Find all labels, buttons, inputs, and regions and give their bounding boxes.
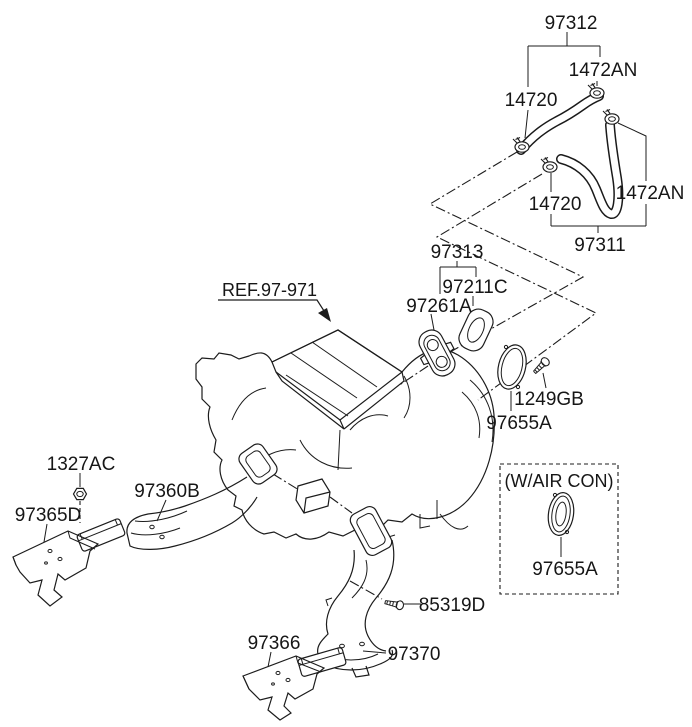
label-14720-a: 14720 <box>505 90 558 111</box>
label-97311: 97311 <box>574 235 625 256</box>
label-97313: 97313 <box>431 242 484 263</box>
heater-tube-flange <box>418 329 456 377</box>
label-97360B: 97360B <box>134 481 200 502</box>
ref-callout <box>218 299 331 322</box>
bracket-97313 <box>439 261 477 294</box>
label-85319D: 85319D <box>419 595 486 616</box>
label-97261A: 97261A <box>406 296 472 317</box>
duct-seal-plate-rear <box>242 655 326 721</box>
label-97655A: 97655A <box>486 413 552 434</box>
heater-hose-inlet-97311 <box>556 120 624 219</box>
tube-gasket <box>458 308 494 352</box>
ref-link-label[interactable]: REF.97-971 <box>222 280 317 300</box>
leader-front-duct-labels <box>43 499 167 543</box>
label-97370: 97370 <box>388 644 441 665</box>
aircon-grommet <box>547 492 575 536</box>
duct-seal-strip-rear <box>297 647 347 677</box>
leader-misc <box>430 296 547 411</box>
label-w-air-con: (W/AIR CON) <box>505 471 614 491</box>
leader-rear-duct-labels <box>267 603 421 668</box>
label-1472AN-a: 1472AN <box>569 60 638 81</box>
heater-hose-outlet-97312 <box>516 91 604 155</box>
cowl-top-panel <box>271 329 405 430</box>
leader-duct-rear <box>329 496 353 514</box>
bracket-97311 <box>550 122 647 233</box>
label-1249GB: 1249GB <box>514 389 584 410</box>
cover-screw-icon <box>530 355 552 377</box>
duct-mount-nut <box>72 487 88 501</box>
hose-clamp-icon <box>540 156 558 173</box>
duct-seal-plate-front <box>12 530 100 607</box>
label-97365D: 97365D <box>15 505 82 526</box>
leader-hose-inlet <box>435 173 598 401</box>
label-14720-b: 14720 <box>529 194 582 215</box>
label-1327AC: 1327AC <box>47 454 116 475</box>
bracket-97312 <box>524 32 601 139</box>
duct-screw-icon <box>383 597 405 611</box>
aircon-variant-box <box>499 463 619 595</box>
floor-outlet-front <box>295 478 331 514</box>
blanking-cover <box>497 344 527 390</box>
label-97366: 97366 <box>248 633 301 654</box>
leader-screw-duct <box>349 580 383 600</box>
ref-arrowhead <box>318 308 331 322</box>
hose-clamp-icon <box>602 108 620 125</box>
label-97211C: 97211C <box>442 277 507 298</box>
floor-duct-front <box>126 443 278 550</box>
leader-flange <box>397 365 429 387</box>
duct-seal-strip-front <box>76 518 126 552</box>
leader-hose-outlet <box>428 151 585 357</box>
label-1472AN-b: 1472AN <box>616 183 685 204</box>
label-97312: 97312 <box>545 13 598 34</box>
leader-duct-front <box>272 473 300 491</box>
label-97655A-aircon: 97655A <box>532 559 598 580</box>
